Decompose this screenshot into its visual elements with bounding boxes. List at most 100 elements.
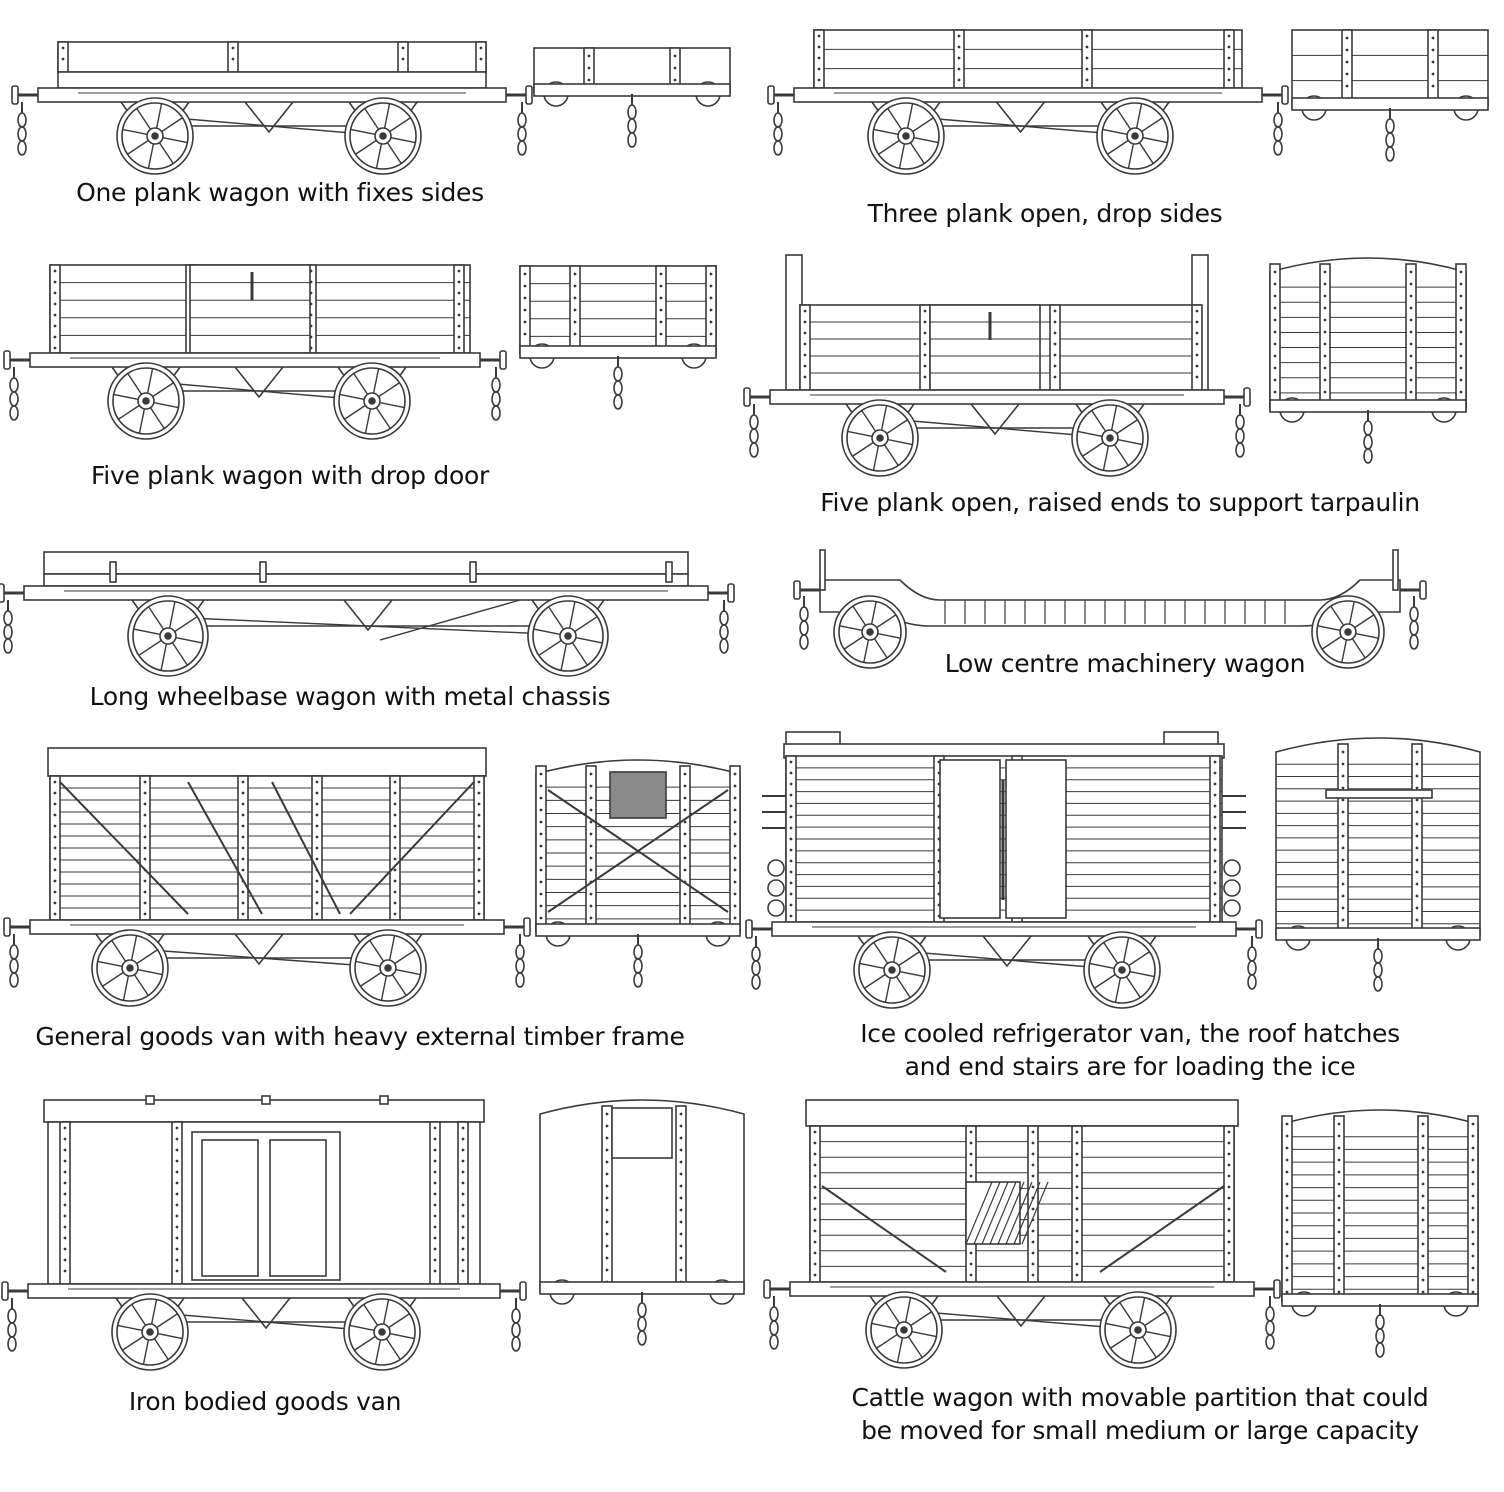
rivet <box>1195 375 1199 379</box>
rivet <box>1409 390 1413 394</box>
rivet <box>1075 1141 1079 1145</box>
coupling-link <box>491 377 501 393</box>
rivet <box>461 1269 465 1273</box>
coupling <box>769 1296 779 1350</box>
brake-hanger <box>234 933 284 966</box>
end-view <box>539 1099 745 1346</box>
buffer <box>1224 387 1251 407</box>
hatch-stripe <box>997 1181 1025 1245</box>
rivet <box>1323 378 1327 382</box>
rivet <box>679 1112 683 1116</box>
wheel-spoke <box>382 1299 390 1326</box>
caption-line: Five plank open, raised ends to support … <box>820 488 1420 517</box>
end-brace <box>547 789 729 913</box>
rivet <box>63 1126 67 1130</box>
rivet <box>53 280 57 284</box>
coupling-link <box>1409 620 1419 636</box>
coupling-link <box>517 112 527 128</box>
rivet <box>523 284 527 288</box>
wheel-spoke <box>142 1338 150 1365</box>
stair-ring <box>1223 899 1241 917</box>
rivet <box>789 903 793 907</box>
rivet <box>1273 306 1277 310</box>
caption-iron-van: Iron bodied goods van <box>100 1385 430 1418</box>
side-brace <box>349 781 475 915</box>
rivet <box>53 890 57 894</box>
rivet <box>1471 1230 1475 1234</box>
wheel-spoke <box>1353 614 1375 629</box>
rivet <box>457 269 461 273</box>
end-view <box>519 265 717 410</box>
well-frame <box>819 579 1401 627</box>
wheel-spoke <box>152 401 179 409</box>
wheel <box>107 362 185 440</box>
rivet <box>1341 870 1345 874</box>
rivet <box>1409 306 1413 310</box>
wheel-spoke <box>1138 1297 1146 1324</box>
wheel-spoke <box>1321 635 1343 650</box>
rivet <box>175 1159 179 1163</box>
rivet <box>53 912 57 916</box>
rivet <box>923 342 927 346</box>
hatch-stripe <box>981 1181 1009 1245</box>
wheel <box>343 1293 421 1371</box>
coupling-link <box>633 944 643 960</box>
rivet <box>1341 750 1345 754</box>
rivet <box>1195 342 1199 346</box>
rivet <box>789 782 793 786</box>
rivet <box>969 1152 973 1156</box>
rivet <box>1273 270 1277 274</box>
caption-line: Long wheelbase wagon with metal chassis <box>89 682 611 711</box>
cattle-wagon-drawing <box>763 1099 1479 1369</box>
rivet <box>1345 60 1349 64</box>
coupling-link <box>1265 1306 1275 1322</box>
rivet <box>1285 1194 1289 1198</box>
wheel-axle <box>146 1328 154 1336</box>
wheel-spoke <box>892 937 900 964</box>
rivet <box>53 291 57 295</box>
rivet <box>969 1163 973 1167</box>
coupling-link <box>751 960 761 976</box>
rivet <box>679 1232 683 1236</box>
rivet <box>175 1236 179 1240</box>
rivet <box>683 916 687 920</box>
rivet <box>477 846 481 850</box>
rivet <box>63 1225 67 1229</box>
rivet <box>679 1124 683 1128</box>
coupling-link <box>749 442 759 458</box>
rivet <box>457 313 461 317</box>
rivet <box>923 353 927 357</box>
rivet <box>1415 774 1419 778</box>
rivet <box>477 791 481 795</box>
rivet <box>175 1269 179 1273</box>
rivet <box>175 1258 179 1262</box>
rivet <box>1409 366 1413 370</box>
rivet <box>241 824 245 828</box>
rivet <box>813 1185 817 1189</box>
rivet <box>1341 858 1345 862</box>
rivet <box>461 1170 465 1174</box>
wheel-spoke <box>1089 962 1116 970</box>
rivet <box>813 1218 817 1222</box>
rivet <box>573 284 577 288</box>
wheel-axle <box>151 132 159 140</box>
wheel-spoke <box>350 128 377 136</box>
wheel-axle <box>384 964 392 972</box>
wheel-spoke <box>1110 1333 1133 1349</box>
rivet <box>63 1159 67 1163</box>
rivet <box>957 34 961 38</box>
rivet <box>461 1192 465 1196</box>
rivet <box>1031 1152 1035 1156</box>
rivet <box>1273 282 1277 286</box>
rivet <box>817 34 821 38</box>
buffer-head <box>519 1281 527 1301</box>
rivet <box>733 832 737 836</box>
rivet <box>1213 892 1217 896</box>
wheel-spoke <box>353 373 369 396</box>
rivet <box>53 335 57 339</box>
rivet <box>803 342 807 346</box>
rivet <box>1227 45 1231 49</box>
buffer <box>11 85 38 105</box>
rivet <box>1421 1194 1425 1198</box>
rivet <box>433 1170 437 1174</box>
